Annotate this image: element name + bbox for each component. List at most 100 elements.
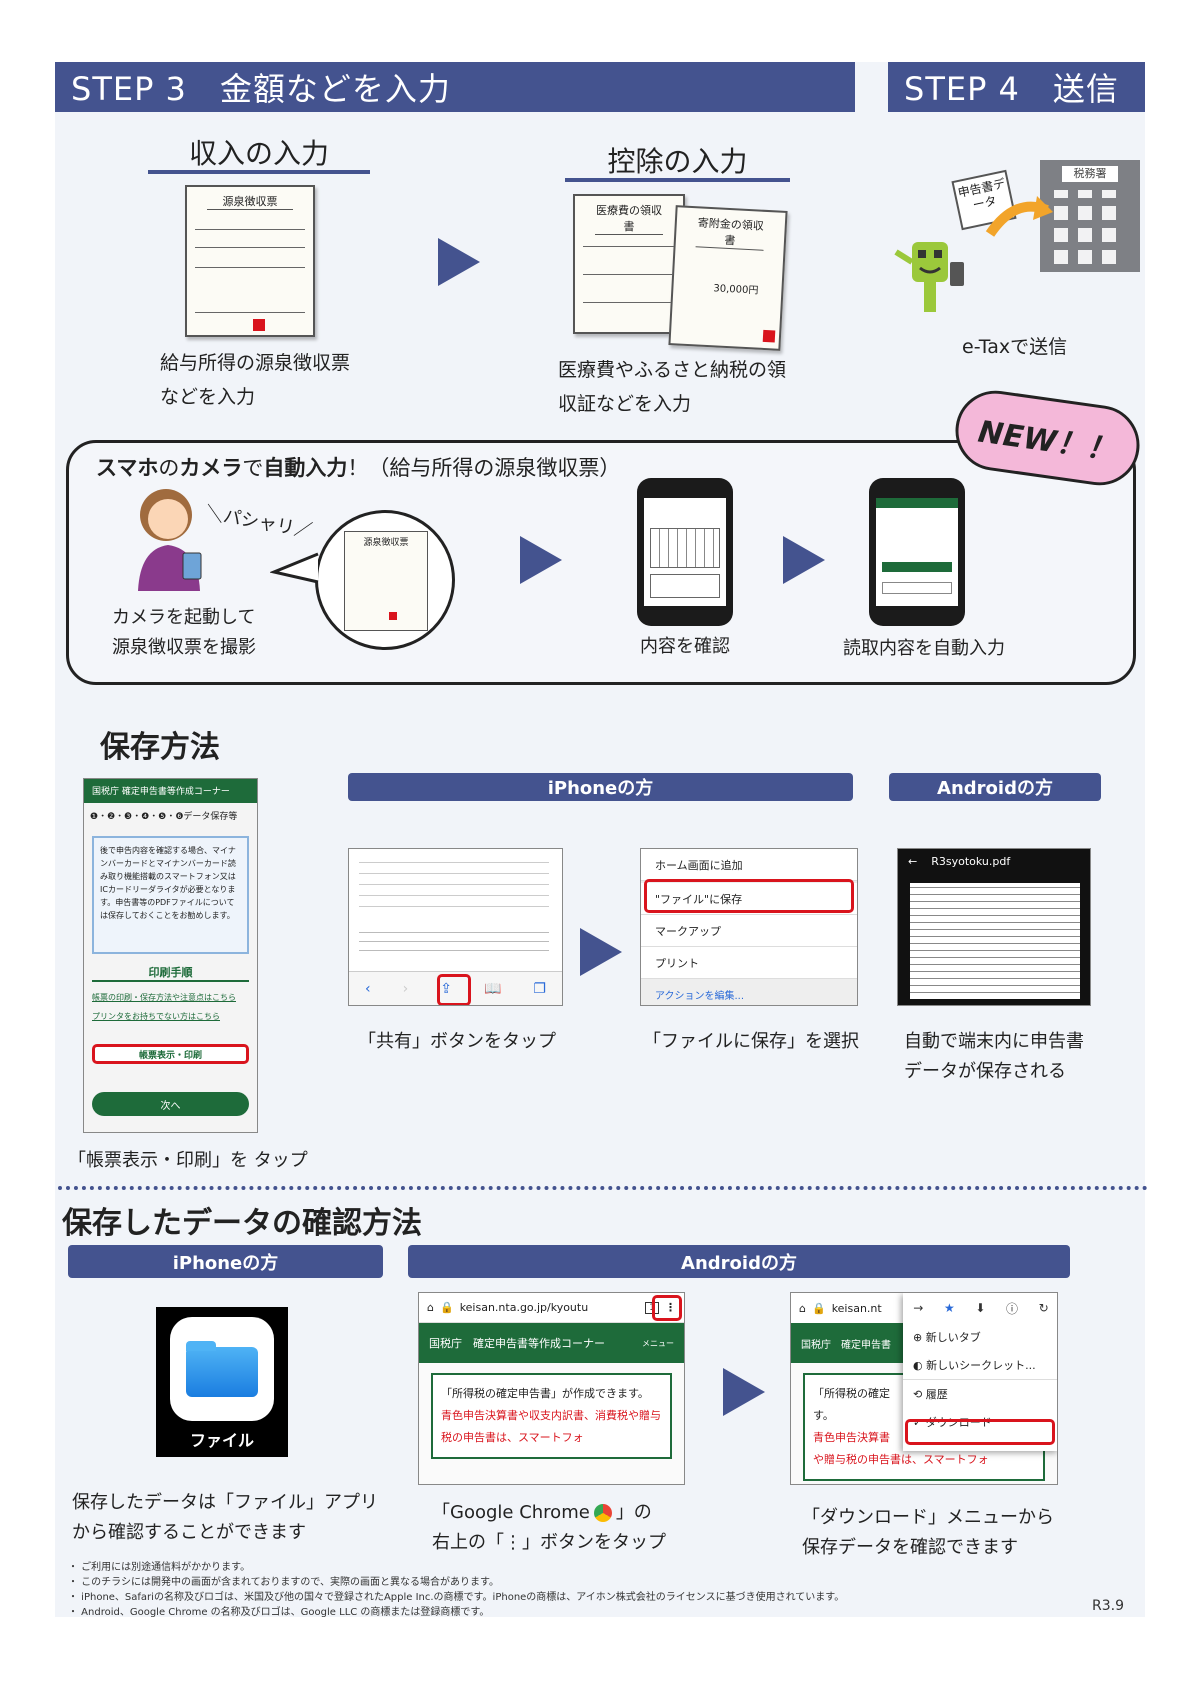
confirm-iphone-bar: iPhoneの方 xyxy=(68,1245,383,1278)
bookmarks-icon[interactable]: 📖 xyxy=(483,980,502,997)
bookmark-star-icon[interactable]: ★ xyxy=(943,1301,955,1315)
confirm-method-title: 保存したデータの確認方法 xyxy=(62,1206,422,1241)
headline-suffix: ！（給与所得の源泉徴収票） xyxy=(347,456,621,480)
caption-android-save: 自動で端末内に申告書 データが保存される xyxy=(904,1027,1124,1087)
body-text-short1: 「所得税の確定 xyxy=(813,1387,890,1400)
ios-share-menu: ホーム画面に追加 "ファイル"に保存 マークアップ プリント アクションを編集.… xyxy=(640,848,858,1006)
forward-icon[interactable]: → xyxy=(913,1301,924,1315)
files-app-icon: ファイル xyxy=(156,1307,288,1457)
menu-print[interactable]: プリント xyxy=(641,947,857,979)
headline-no: の xyxy=(158,456,180,480)
share-highlight xyxy=(437,974,471,1005)
nta-link-print-guide[interactable]: 帳票の印刷・保存方法や注意点はこちら xyxy=(92,993,236,1002)
caption-files-app-line2: から確認することができます xyxy=(72,1522,306,1543)
bubble-doc-title: 源泉徴収票 xyxy=(363,538,409,548)
caption-download-line2: 保存データを確認できます xyxy=(802,1537,1018,1558)
home-icon[interactable]: ⌂ xyxy=(427,1301,434,1314)
medical-receipt-illustration: 医療費の領収書 xyxy=(573,194,685,334)
footnote-1: ・ ご利用には別途通信料がかかります。 xyxy=(68,1562,251,1573)
deduction-desc-line2: 収証などを入力 xyxy=(558,393,692,415)
reload-icon[interactable]: ↻ xyxy=(1038,1301,1049,1315)
donation-amount: 30,000円 xyxy=(713,283,759,297)
menu-edit-actions[interactable]: アクションを編集... xyxy=(655,991,745,1002)
print-display-button[interactable]: 帳票表示・印刷 xyxy=(92,1044,249,1064)
camera-step1-line1: カメラを起動して xyxy=(112,607,256,628)
share-icon[interactable]: ⇪ xyxy=(440,980,452,997)
caption-files-app: 保存したデータは「ファイル」アプリ から確認することができます xyxy=(72,1488,402,1548)
body-text-short4: や贈与税の申告書は、スマートフォ xyxy=(813,1453,989,1466)
caption-files-app-line1: 保存したデータは「ファイル」アプリ xyxy=(72,1492,378,1513)
deduction-desc-line1: 医療費やふるさと納税の領 xyxy=(558,359,787,381)
caption-chrome-text1: 「Google Chrome xyxy=(432,1502,590,1523)
nta-info-box: 後で申告内容を確認する場合、マイナンバーカードとマイナンバーカード読み取り機能搭… xyxy=(92,836,249,954)
nta-link-no-printer[interactable]: プリンタをお持ちでない方はこちら xyxy=(92,1012,220,1021)
camera-step3-caption: 読取内容を自動入力 xyxy=(843,638,1005,659)
back-icon[interactable]: ‹ xyxy=(365,980,371,997)
iphone-bar: iPhoneの方 xyxy=(348,773,853,801)
menu-add-home[interactable]: ホーム画面に追加 xyxy=(641,849,857,881)
safari-share-screen: ‹ › ⇪ 📖 ❐ xyxy=(348,848,563,1006)
phone-screen xyxy=(876,498,958,606)
arrow-right-icon xyxy=(723,1368,765,1416)
nta-print-heading: 印刷手順 xyxy=(92,964,249,982)
footnote-4: ・ Android、Google Chrome の名称及びロゴは、Google … xyxy=(68,1607,490,1618)
caption-chrome: 「Google Chrome」の 右上の「⋮」ボタンをタップ xyxy=(432,1498,692,1558)
medical-receipt-title: 医療費の領収書 xyxy=(595,204,663,235)
deduction-desc: 医療費やふるさと納税の領 収証などを入力 xyxy=(558,353,858,421)
download-icon[interactable]: ⬇ xyxy=(975,1301,986,1315)
camera-step2-caption: 内容を確認 xyxy=(640,636,730,657)
arrow-right-icon xyxy=(580,928,622,976)
forward-icon[interactable]: › xyxy=(402,980,409,997)
income-desc-line1: 給与所得の源泉徴収票 xyxy=(160,352,351,374)
etax-mascot-icon xyxy=(894,242,964,312)
site-menu[interactable]: メニュー xyxy=(642,1338,674,1348)
save-files-highlight xyxy=(644,879,854,913)
footnote-2: ・ このチラシには開発中の画面が含まれておりますので、実際の画面と異なる場合があ… xyxy=(68,1577,499,1588)
arrow-right-icon xyxy=(438,238,480,286)
menu-highlight xyxy=(652,1295,682,1321)
files-app-label: ファイル xyxy=(189,1431,254,1450)
confirm-android-bar: Androidの方 xyxy=(408,1245,1070,1278)
next-button[interactable]: 次へ xyxy=(92,1092,249,1116)
download-highlight xyxy=(905,1419,1055,1445)
income-title: 収入の入力 xyxy=(148,132,370,174)
send-desc: e-Taxで送信 xyxy=(962,336,1068,358)
chrome-screen: ⌂ 🔒 keisan.nta.go.jp/kyoutu 1 ⋮ 国税庁 確定申告… xyxy=(418,1292,685,1485)
footnote-3: ・ iPhone、Safariの名称及びロゴは、米国及び他の国々で登録されたAp… xyxy=(68,1592,845,1603)
caption-android-save-line1: 自動で端末内に申告書 xyxy=(904,1031,1084,1052)
section-divider xyxy=(58,1186,1148,1190)
withholding-slip-illustration: 源泉徴収票 xyxy=(185,185,315,337)
body-text-short3: 青色申告決算書 xyxy=(813,1431,890,1444)
chrome-menu-screen: ⌂ 🔒 keisan.nt 国税庁 確定申告書 「所得税の確定 す。 青色申告決… xyxy=(790,1292,1058,1485)
chrome-menu-icon[interactable]: ⋮ xyxy=(665,1301,676,1314)
home-icon[interactable]: ⌂ xyxy=(799,1301,806,1315)
doc-title: 源泉徴収票 xyxy=(207,193,293,210)
menu-new-tab[interactable]: ⊕ 新しいタブ xyxy=(913,1331,981,1344)
lock-icon: 🔒 xyxy=(811,1301,826,1315)
info-icon[interactable]: ⓘ xyxy=(1005,1301,1018,1316)
donation-receipt-illustration: 寄附金の領収書 30,000円 xyxy=(668,205,788,351)
back-arrow-icon[interactable]: ← xyxy=(908,855,918,868)
site-header: 国税庁 確定申告書等作成コーナー xyxy=(429,1337,605,1350)
headline-de: で xyxy=(242,456,264,480)
tabs-icon[interactable]: ❐ xyxy=(533,980,546,997)
menu-markup[interactable]: マークアップ xyxy=(641,915,857,947)
tax-office-label: 税務署 xyxy=(1062,166,1118,182)
caption-chrome-text2: 」の xyxy=(615,1502,652,1523)
caption-download: 「ダウンロード」メニューから 保存データを確認できます xyxy=(802,1503,1082,1563)
address-bar[interactable]: keisan.nt xyxy=(831,1301,882,1315)
address-bar[interactable]: keisan.nta.go.jp/kyoutu xyxy=(459,1301,589,1314)
menu-incognito[interactable]: ◐ 新しいシークレット... xyxy=(913,1359,1036,1372)
caption-tap-share: 「共有」ボタンをタップ xyxy=(358,1031,556,1052)
camera-headline: スマホのカメラで自動入力！（給与所得の源泉徴収票） xyxy=(96,452,620,482)
body-text-2: 青色申告決算書や収支内訳書、消費税や贈与税の申告書は、スマートフォ xyxy=(441,1409,661,1444)
headline-auto-input: 自動入力 xyxy=(263,456,348,480)
send-arrow-icon xyxy=(985,196,1053,237)
phone-confirm-screen xyxy=(637,478,733,626)
income-desc-line2: などを入力 xyxy=(160,386,256,408)
save-caption-tap-print: 「帳票表示・印刷」を タップ xyxy=(68,1150,308,1171)
menu-history[interactable]: ⟲ 履歴 xyxy=(903,1379,1057,1408)
woman-with-phone-icon xyxy=(138,489,202,591)
menu-save-to-files[interactable]: "ファイル"に保存 xyxy=(641,883,857,915)
nta-save-screen: 国税庁 確定申告書等作成コーナー ❶・❷・❸・❹・❺・❻データ保存等 後で申告内… xyxy=(83,778,258,1133)
